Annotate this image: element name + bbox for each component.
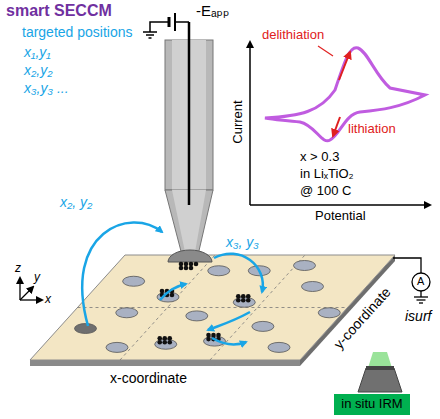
note-label: @ 100 C	[300, 184, 352, 199]
sample-spot	[233, 297, 255, 307]
particle	[189, 262, 194, 267]
sample-spot	[155, 339, 177, 349]
particle	[162, 340, 167, 345]
position-label: x₂, y₂	[60, 194, 92, 210]
position-label: x₃, y₃	[226, 234, 259, 250]
microscope-objective	[358, 352, 402, 392]
process-label: lithiation	[348, 122, 396, 137]
sample-spot	[75, 324, 97, 334]
particle	[236, 298, 241, 303]
sample-spot	[186, 311, 208, 321]
pipette	[143, 13, 213, 262]
cv-plot	[250, 42, 430, 205]
process-label: delithiation	[262, 28, 324, 43]
instrument-box: in situ IRM	[334, 394, 410, 415]
sample-spot	[294, 261, 316, 271]
axis-label: z	[15, 262, 21, 276]
note-label: in LiₓTiO₂	[300, 167, 354, 182]
travel-arrows	[82, 222, 263, 344]
sample-spot	[106, 342, 128, 352]
ammeter	[393, 258, 430, 303]
particle	[246, 298, 251, 303]
particle	[179, 262, 184, 267]
axis-label: Current	[231, 100, 246, 143]
sample-spot	[123, 276, 145, 286]
position-label: x₂,y₂	[24, 62, 53, 78]
grid-lines	[78, 255, 348, 360]
particle	[211, 333, 216, 338]
axis-label: Potential	[315, 209, 366, 224]
sample-spot	[204, 336, 226, 346]
sample-spots	[75, 261, 341, 353]
particle	[206, 337, 211, 342]
voltage-label: -Eₐₚₚ	[196, 2, 229, 19]
particle	[170, 293, 175, 298]
particle	[236, 294, 241, 299]
particle	[160, 289, 165, 294]
note-label: x > 0.3	[300, 150, 339, 165]
particle	[241, 298, 246, 303]
node-text: in situ IRM	[341, 397, 402, 412]
position-label: x₁,y₁	[24, 44, 51, 60]
particle	[184, 266, 189, 271]
heading-label: targeted positions	[22, 24, 133, 40]
particle	[184, 262, 189, 267]
axis-label: y	[34, 271, 40, 285]
particle	[216, 333, 221, 338]
sample-spot	[302, 282, 324, 292]
particle	[241, 294, 246, 299]
sample-spot	[116, 308, 138, 318]
particle	[206, 333, 211, 338]
particle	[162, 336, 167, 341]
sample-spot	[252, 321, 274, 331]
sample-spot	[318, 308, 340, 318]
title: smart SECCM	[6, 2, 112, 20]
ammeter-symbol: A	[417, 275, 424, 288]
sample-spot	[208, 266, 230, 276]
particle	[194, 262, 199, 267]
particle	[189, 266, 194, 271]
sample-spot	[268, 342, 290, 352]
position-label: x₃,y₃ ...	[24, 80, 69, 96]
grid-line	[78, 307, 348, 308]
particles	[179, 262, 199, 271]
particle	[157, 336, 162, 341]
particle	[157, 340, 162, 345]
particle	[167, 340, 172, 345]
current-label: isurf	[405, 308, 431, 324]
axis-label: x-coordinate	[110, 370, 187, 386]
particle	[246, 294, 251, 299]
particle	[167, 336, 172, 341]
axis-label: x	[45, 293, 51, 307]
particle	[179, 266, 184, 271]
